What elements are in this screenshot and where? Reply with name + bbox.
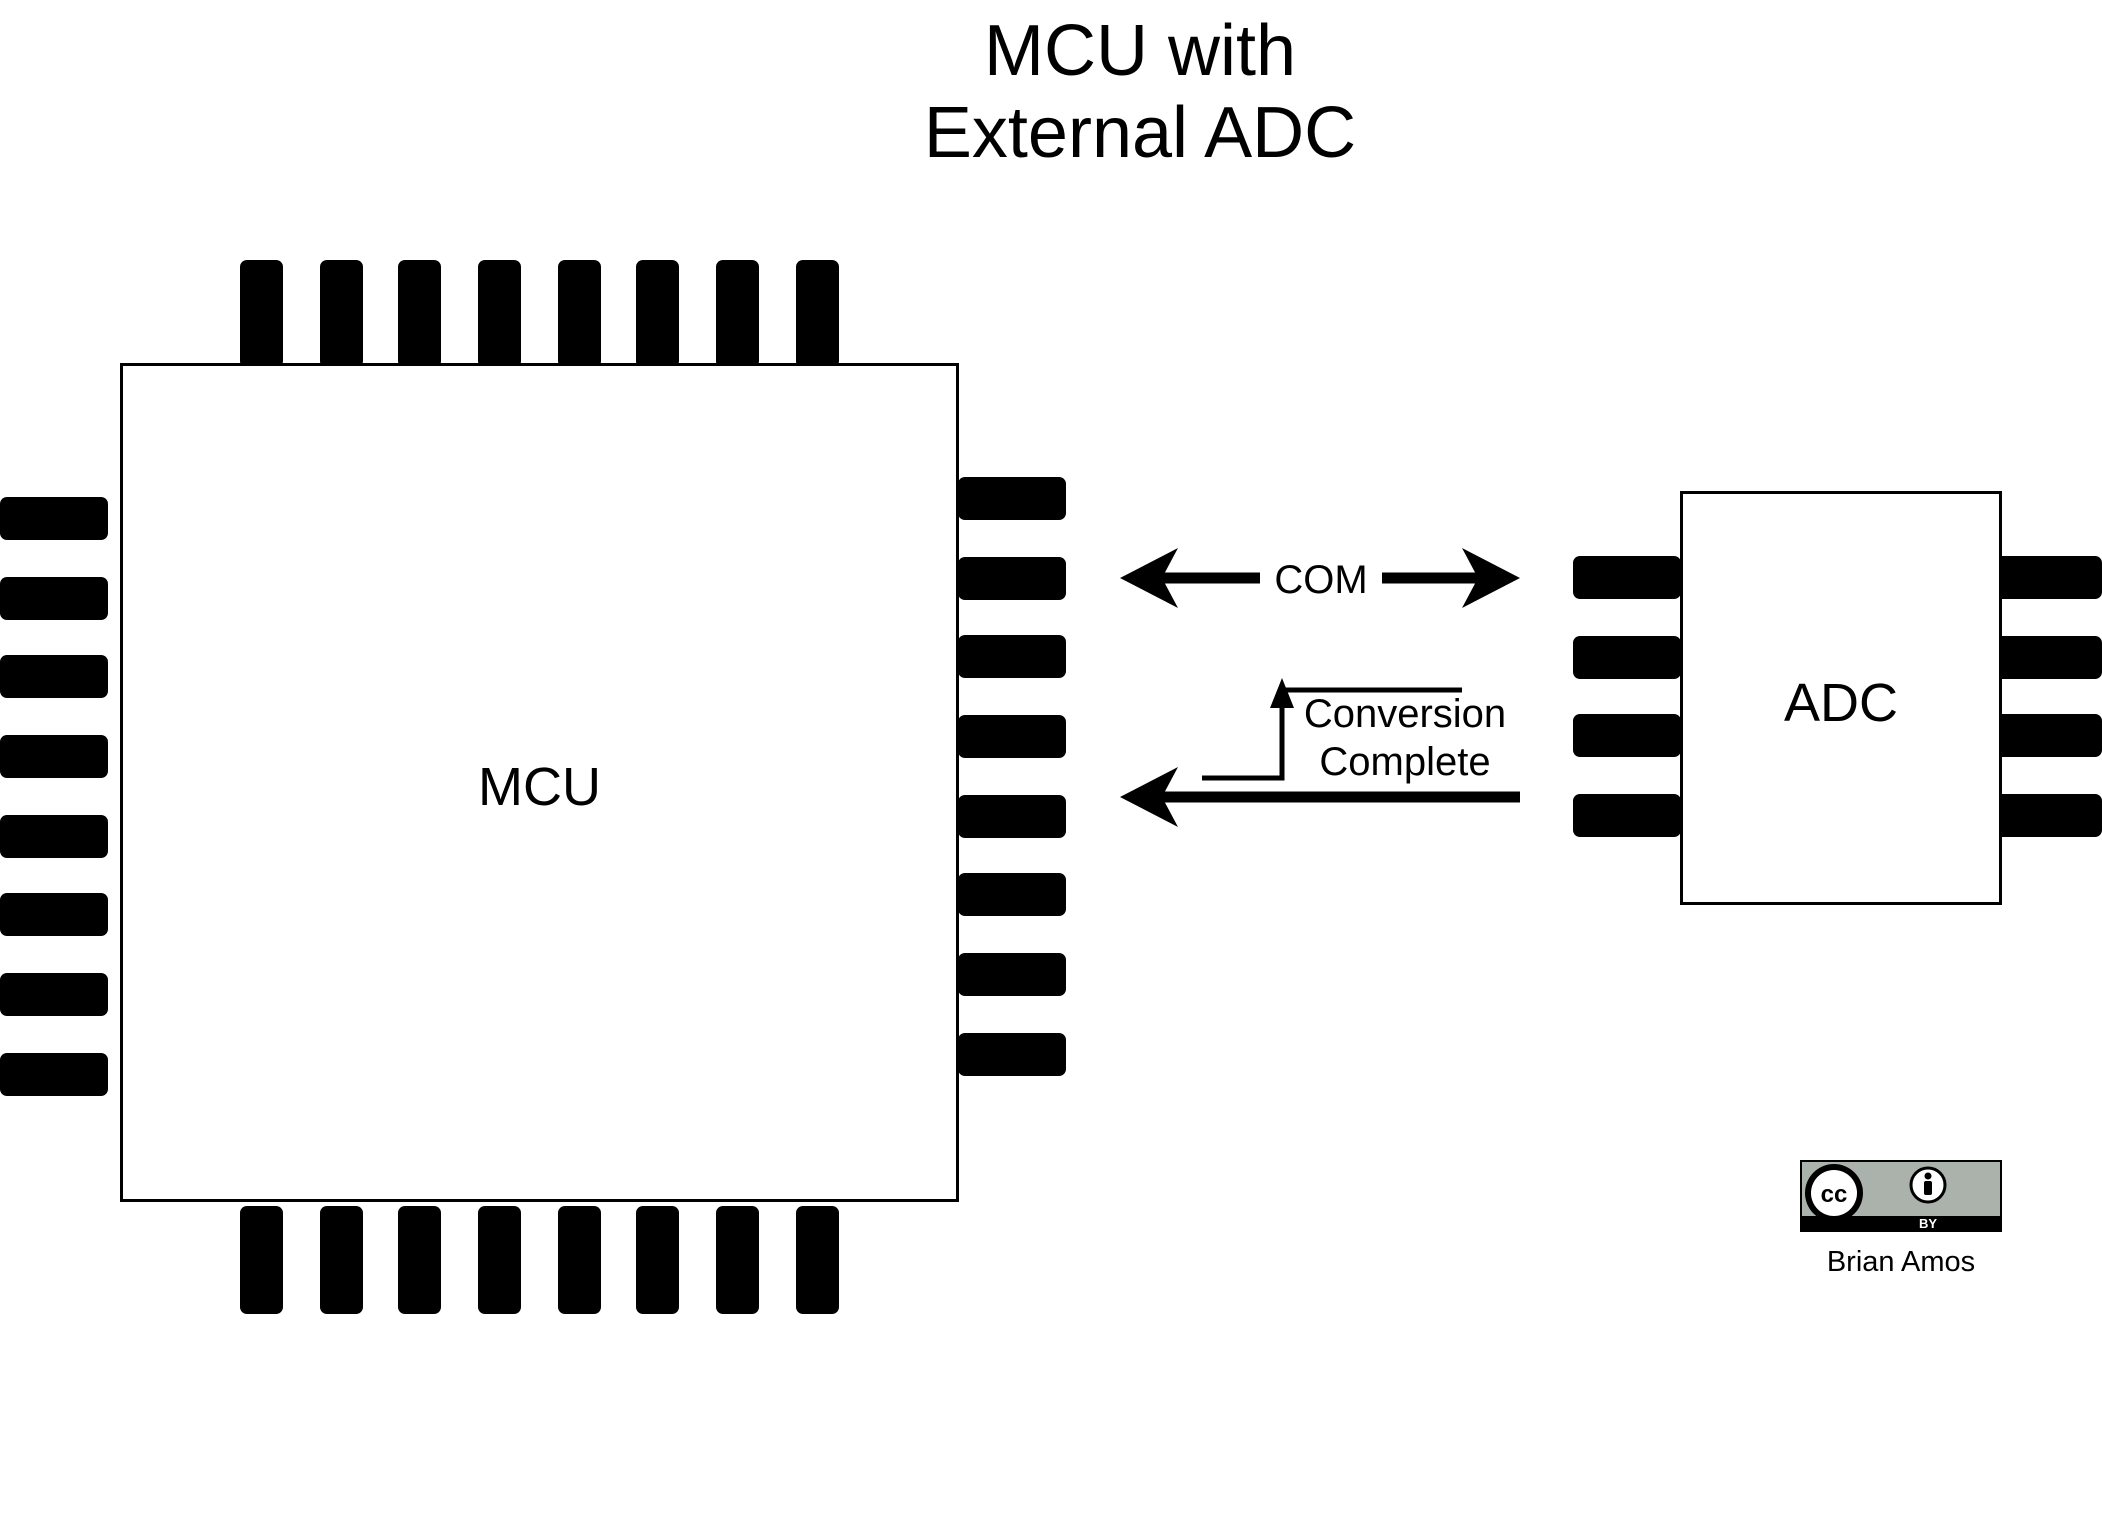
mcu-pin (478, 260, 521, 368)
mcu-pin (958, 953, 1066, 996)
adc-label: ADC (1783, 673, 1898, 733)
mcu-pin (0, 893, 108, 936)
diagram-title-line-2: External ADC (923, 93, 1357, 173)
mcu-chip: MCU (120, 363, 959, 1202)
mcu-pin (240, 1206, 283, 1314)
mcu-pin (716, 1206, 759, 1314)
mcu-pin (0, 973, 108, 1016)
mcu-pin (398, 1206, 441, 1314)
mcu-pin (398, 260, 441, 368)
by-text: BY (1919, 1216, 1937, 1231)
cc-by-license-badge: cc BY (1800, 1160, 2002, 1232)
mcu-pin (796, 260, 839, 368)
mcu-pin (958, 477, 1066, 520)
mcu-pin (958, 873, 1066, 916)
mcu-pin (320, 260, 363, 368)
adc-pin (1994, 794, 2102, 837)
mcu-pin (636, 1206, 679, 1314)
attribution-person-icon (1909, 1166, 1947, 1204)
adc-pin (1994, 636, 2102, 679)
mcu-pin (558, 260, 601, 368)
mcu-pin (0, 655, 108, 698)
adc-chip: ADC (1680, 491, 2002, 905)
mcu-pin (0, 1053, 108, 1096)
conversion-complete-arrow (1120, 767, 1520, 827)
mcu-pin (958, 795, 1066, 838)
rising-edge-icon (1202, 678, 1462, 781)
mcu-pin (0, 815, 108, 858)
mcu-pin (0, 735, 108, 778)
mcu-pin (636, 260, 679, 368)
mcu-label: MCU (478, 757, 601, 817)
mcu-pin (478, 1206, 521, 1314)
mcu-pin (958, 557, 1066, 600)
mcu-pin (716, 260, 759, 368)
cc-icon: cc (1805, 1164, 1863, 1222)
mcu-pin (320, 1206, 363, 1314)
adc-pin (1573, 556, 1681, 599)
adc-pin (1994, 714, 2102, 757)
adc-pin (1994, 556, 2102, 599)
mcu-pin (0, 577, 108, 620)
mcu-pin (558, 1206, 601, 1314)
mcu-pin (0, 497, 108, 540)
mcu-pin (958, 1033, 1066, 1076)
adc-pin (1573, 636, 1681, 679)
mcu-pin (958, 715, 1066, 758)
diagram-title-line-1: MCU with (983, 11, 1296, 91)
mcu-pin (240, 260, 283, 368)
cc-text: cc (1821, 1181, 1848, 1208)
mcu-pin (958, 635, 1066, 678)
adc-pin (1573, 714, 1681, 757)
conversion-label-line-1: Conversion (1303, 692, 1507, 736)
conversion-complete-label: Conversion Complete (1290, 690, 1520, 786)
author-credit: Brian Amos (1826, 1246, 1976, 1278)
mcu-pin (796, 1206, 839, 1314)
conversion-label-line-2: Complete (1319, 740, 1491, 784)
adc-pin (1573, 794, 1681, 837)
com-label: COM (1260, 556, 1382, 604)
